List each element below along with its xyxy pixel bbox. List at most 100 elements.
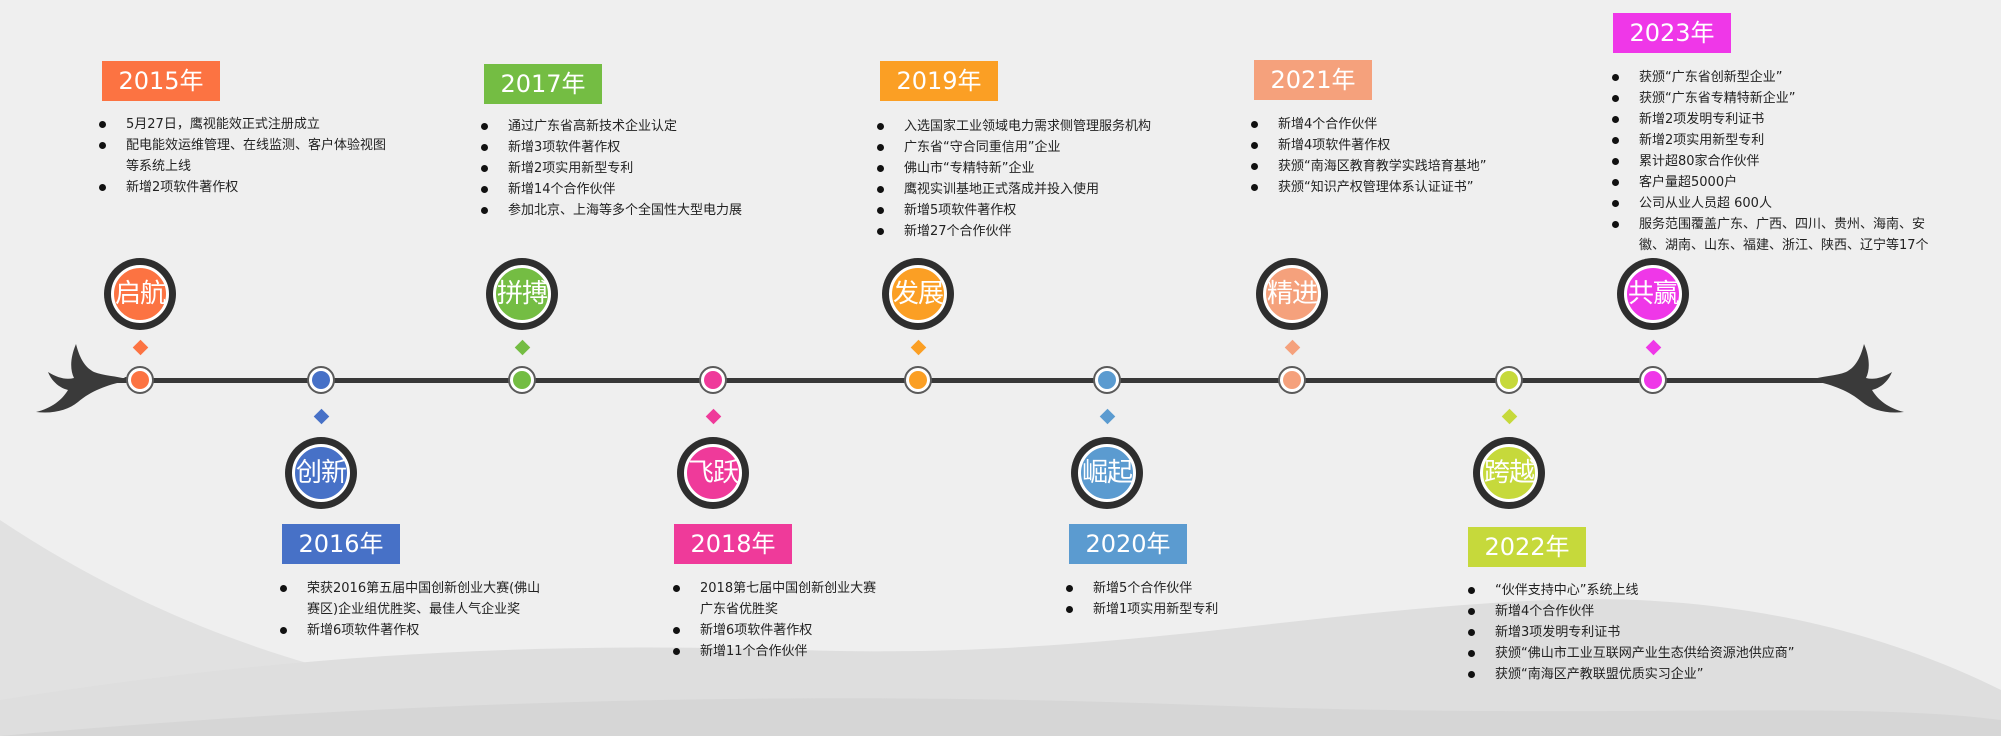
year-label: 2015年 <box>102 61 220 101</box>
event-list: 5月27日，鹰视能效正式注册成立配电能效运维管理、在线监测、客户体验视图等系统上… <box>99 114 389 198</box>
event-item: 累计超80家合作伙伴 <box>1612 151 1930 172</box>
timeline-node-dot <box>1098 371 1116 389</box>
year-label: 2021年 <box>1254 60 1372 100</box>
event-item: 获颁“南海区产教联盟优质实习企业” <box>1468 664 1798 685</box>
keyword-text: 创新 <box>292 444 350 502</box>
event-item: 获颁“广东省创新型企业” <box>1612 67 1930 88</box>
event-item: 新增14个合作伙伴 <box>481 179 751 200</box>
event-list: 新增5个合作伙伴新增1项实用新型专利 <box>1066 578 1266 620</box>
right-eagle-icon <box>1810 344 1904 413</box>
event-list: “伙伴支持中心”系统上线新增4个合作伙伴新增3项发明专利证书获颁“佛山市工业互联… <box>1468 580 1798 685</box>
event-item: 新增1项实用新型专利 <box>1066 599 1266 620</box>
timeline-node-dot <box>909 371 927 389</box>
keyword-circle: 跨越 <box>1473 437 1545 509</box>
event-item: 2018第七届中国创新创业大赛广东省优胜奖 <box>673 578 883 620</box>
event-item: 入选国家工业领域电力需求侧管理服务机构 <box>877 116 1167 137</box>
left-eagle-icon <box>36 344 130 413</box>
event-item: 新增2项发明专利证书 <box>1612 109 1930 130</box>
timeline-node <box>307 366 335 394</box>
timeline-node <box>508 366 536 394</box>
event-list: 荣获2016第五届中国创新创业大赛(佛山赛区)企业组优胜奖、最佳人气企业奖新增6… <box>280 578 550 641</box>
event-item: 获颁“广东省专精特新企业” <box>1612 88 1930 109</box>
event-item: 新增27个合作伙伴 <box>877 221 1167 242</box>
timeline-node-dot <box>131 371 149 389</box>
timeline-node-dot <box>1644 371 1662 389</box>
event-item: 新增6项软件著作权 <box>673 620 883 641</box>
timeline-node-dot <box>312 371 330 389</box>
connector-diamond <box>1645 339 1661 356</box>
keyword-circle: 飞跃 <box>677 437 749 509</box>
event-item: 获颁“佛山市工业互联网产业生态供给资源池供应商” <box>1468 643 1798 664</box>
event-list: 入选国家工业领域电力需求侧管理服务机构广东省“守合同重信用”企业佛山市“专精特新… <box>877 116 1167 242</box>
connector-diamond <box>910 339 926 356</box>
keyword-text: 共赢 <box>1624 265 1682 323</box>
event-item: 新增4个合作伙伴 <box>1251 114 1541 135</box>
event-item: 通过广东省高新技术企业认定 <box>481 116 751 137</box>
event-item: 新增3项软件著作权 <box>481 137 751 158</box>
keyword-text: 启航 <box>111 265 169 323</box>
event-item: 新增2项软件著作权 <box>99 177 389 198</box>
year-label: 2017年 <box>484 64 602 104</box>
keyword-text: 跨越 <box>1480 444 1538 502</box>
year-label: 2022年 <box>1468 527 1586 567</box>
year-label: 2020年 <box>1069 524 1187 564</box>
event-item: 配电能效运维管理、在线监测、客户体验视图等系统上线 <box>99 135 389 177</box>
timeline-node <box>1278 366 1306 394</box>
timeline-node <box>1093 366 1121 394</box>
event-item: 新增5个合作伙伴 <box>1066 578 1266 599</box>
keyword-circle: 发展 <box>882 258 954 330</box>
year-label: 2018年 <box>674 524 792 564</box>
connector-diamond <box>705 408 721 425</box>
year-label: 2019年 <box>880 61 998 101</box>
timeline-node-dot <box>1283 371 1301 389</box>
event-item: 荣获2016第五届中国创新创业大赛(佛山赛区)企业组优胜奖、最佳人气企业奖 <box>280 578 550 620</box>
event-item: 5月27日，鹰视能效正式注册成立 <box>99 114 389 135</box>
keyword-text: 飞跃 <box>684 444 742 502</box>
connector-diamond <box>514 339 530 356</box>
event-item: 客户量超5000户 <box>1612 172 1930 193</box>
event-item: 新增5项软件著作权 <box>877 200 1167 221</box>
keyword-circle: 创新 <box>285 437 357 509</box>
timeline-node <box>1495 366 1523 394</box>
keyword-circle: 启航 <box>104 258 176 330</box>
event-item: 广东省“守合同重信用”企业 <box>877 137 1167 158</box>
event-list: 新增4个合作伙伴新增4项软件著作权获颁“南海区教育教学实践培育基地”获颁“知识产… <box>1251 114 1541 198</box>
timeline-node-dot <box>704 371 722 389</box>
timeline-axis <box>115 378 1840 383</box>
connector-diamond <box>1284 339 1300 356</box>
event-item: 公司从业人员超 600人 <box>1612 193 1930 214</box>
event-item: 新增2项实用新型专利 <box>1612 130 1930 151</box>
timeline-node <box>1639 366 1667 394</box>
event-list: 通过广东省高新技术企业认定新增3项软件著作权新增2项实用新型专利新增14个合作伙… <box>481 116 751 221</box>
event-item: 获颁“南海区教育教学实践培育基地” <box>1251 156 1541 177</box>
keyword-text: 精进 <box>1263 265 1321 323</box>
keyword-circle: 精进 <box>1256 258 1328 330</box>
event-item: 鹰视实训基地正式落成并投入使用 <box>877 179 1167 200</box>
connector-diamond <box>313 408 329 425</box>
event-list: 获颁“广东省创新型企业”获颁“广东省专精特新企业”新增2项发明专利证书新增2项实… <box>1612 67 1930 277</box>
event-item: 佛山市“专精特新”企业 <box>877 158 1167 179</box>
connector-diamond <box>1501 408 1517 425</box>
timeline-node <box>126 366 154 394</box>
connector-diamond <box>1099 408 1115 425</box>
event-item: 新增2项实用新型专利 <box>481 158 751 179</box>
timeline-node-dot <box>513 371 531 389</box>
event-item: “伙伴支持中心”系统上线 <box>1468 580 1798 601</box>
keyword-text: 发展 <box>889 265 947 323</box>
event-item: 获颁“知识产权管理体系认证证书” <box>1251 177 1541 198</box>
keyword-circle: 拼搏 <box>486 258 558 330</box>
event-item: 参加北京、上海等多个全国性大型电力展 <box>481 200 751 221</box>
event-item: 新增11个合作伙伴 <box>673 641 883 662</box>
event-item: 新增3项发明专利证书 <box>1468 622 1798 643</box>
timeline-node-dot <box>1500 371 1518 389</box>
keyword-circle: 共赢 <box>1617 258 1689 330</box>
timeline-node <box>904 366 932 394</box>
keyword-circle: 崛起 <box>1071 437 1143 509</box>
keyword-text: 崛起 <box>1078 444 1136 502</box>
year-label: 2023年 <box>1613 13 1731 53</box>
event-list: 2018第七届中国创新创业大赛广东省优胜奖新增6项软件著作权新增11个合作伙伴 <box>673 578 883 662</box>
keyword-text: 拼搏 <box>493 265 551 323</box>
timeline-node <box>699 366 727 394</box>
